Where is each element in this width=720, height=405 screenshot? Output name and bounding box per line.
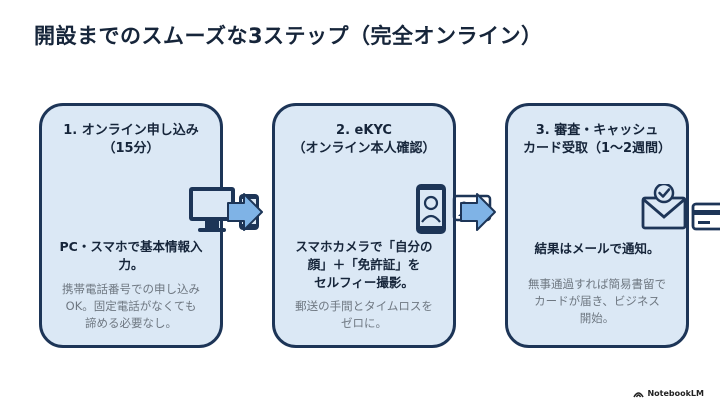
computer-phone-icon xyxy=(42,184,259,234)
phone-selfie-id-icon xyxy=(275,184,492,234)
page-title: 開設までのスムーズな3ステップ（完全オンライン） xyxy=(34,24,543,48)
step-title: 3. 審査・キャッシュ カード受取（1〜2週間） xyxy=(522,123,672,156)
mail-check-card-icon xyxy=(508,184,720,234)
step-main-text: PC・スマホで基本情報入 力。 xyxy=(59,239,203,272)
step-main-text: 結果はメールで通知。 xyxy=(534,241,660,256)
step-sub-text: 無事通過すれば簡易書留で カードが届き、ビジネス 開始。 xyxy=(528,277,666,325)
arrow-right-icon xyxy=(460,193,496,231)
step-main-text: スマホカメラで「自分の 顔」＋「免許証」を セルフィー撮影。 xyxy=(295,239,433,290)
notebooklm-logo-icon xyxy=(633,392,645,398)
brand-watermark: NotebookLM xyxy=(633,389,704,398)
step-title: 2. eKYC （オンライン本人確認） xyxy=(292,123,436,156)
step-card-3: 3. 審査・キャッシュ カード受取（1〜2週間） 結果はメールで通知。 無事通過… xyxy=(505,103,720,348)
arrow-right-icon xyxy=(227,193,263,231)
brand-label: NotebookLM xyxy=(647,389,704,398)
step-card-2: 2. eKYC （オンライン本人確認） スマホカメラで「自分の 顔」＋「免許証」… xyxy=(272,103,492,348)
step-sub-text: 郵送の手間とタイムロスを ゼロに。 xyxy=(295,299,433,330)
step-title: 1. オンライン申し込み （15分） xyxy=(63,123,199,156)
step-card-1: 1. オンライン申し込み （15分） PC・スマホで基本情報入 力。 携帯電話番… xyxy=(39,103,259,348)
step-sub-text: 携帯電話番号での申し込み OK。固定電話がなくても 諦める必要なし。 xyxy=(62,282,200,330)
